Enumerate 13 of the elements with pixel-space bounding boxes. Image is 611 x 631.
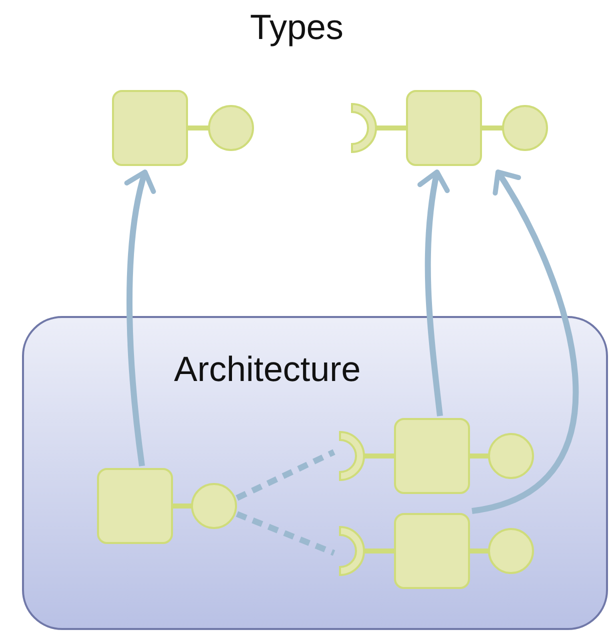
dashed-connector (236, 511, 336, 556)
title: Types (250, 8, 344, 48)
arrow (418, 170, 450, 416)
component-symbol (97, 468, 237, 544)
component-symbol (112, 90, 254, 166)
arrow (124, 170, 157, 466)
container-panel (22, 316, 608, 630)
component-symbol (350, 90, 548, 166)
component-symbol (338, 513, 534, 589)
panel-heading: Architecture (174, 350, 361, 390)
arrow (471, 170, 578, 514)
dashed-connector (236, 449, 336, 501)
component-symbol (338, 418, 534, 494)
